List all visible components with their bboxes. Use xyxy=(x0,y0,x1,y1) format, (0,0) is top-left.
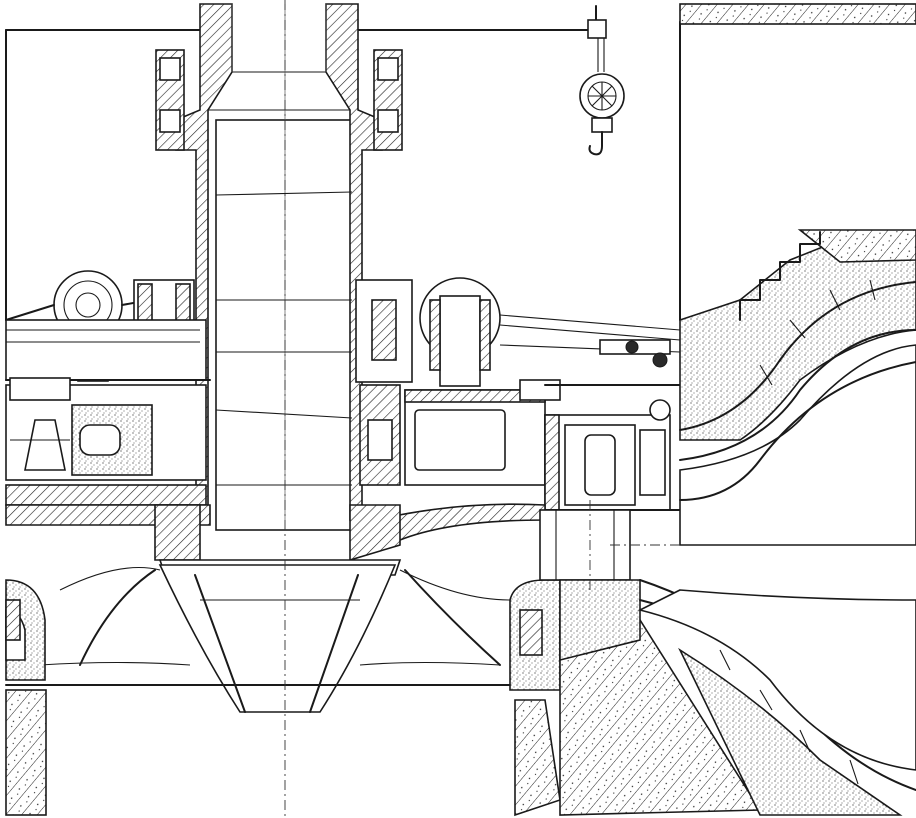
crane-hook-icon xyxy=(579,5,625,156)
stair-steps xyxy=(739,231,821,321)
shaft-coupling-flange xyxy=(155,49,403,151)
draft-tube-concrete xyxy=(514,579,903,817)
powerhouse-walls xyxy=(5,3,916,321)
discharge-ring-left xyxy=(5,579,511,816)
wicket-gate-mechanism xyxy=(539,399,681,511)
head-cover xyxy=(359,379,681,486)
casing-ribs xyxy=(719,279,876,785)
turbine-floor-left xyxy=(5,319,211,506)
spiral-casing xyxy=(610,229,916,791)
runner xyxy=(39,564,511,713)
main-shaft xyxy=(175,3,383,531)
guide-bearing-housing xyxy=(355,277,681,387)
